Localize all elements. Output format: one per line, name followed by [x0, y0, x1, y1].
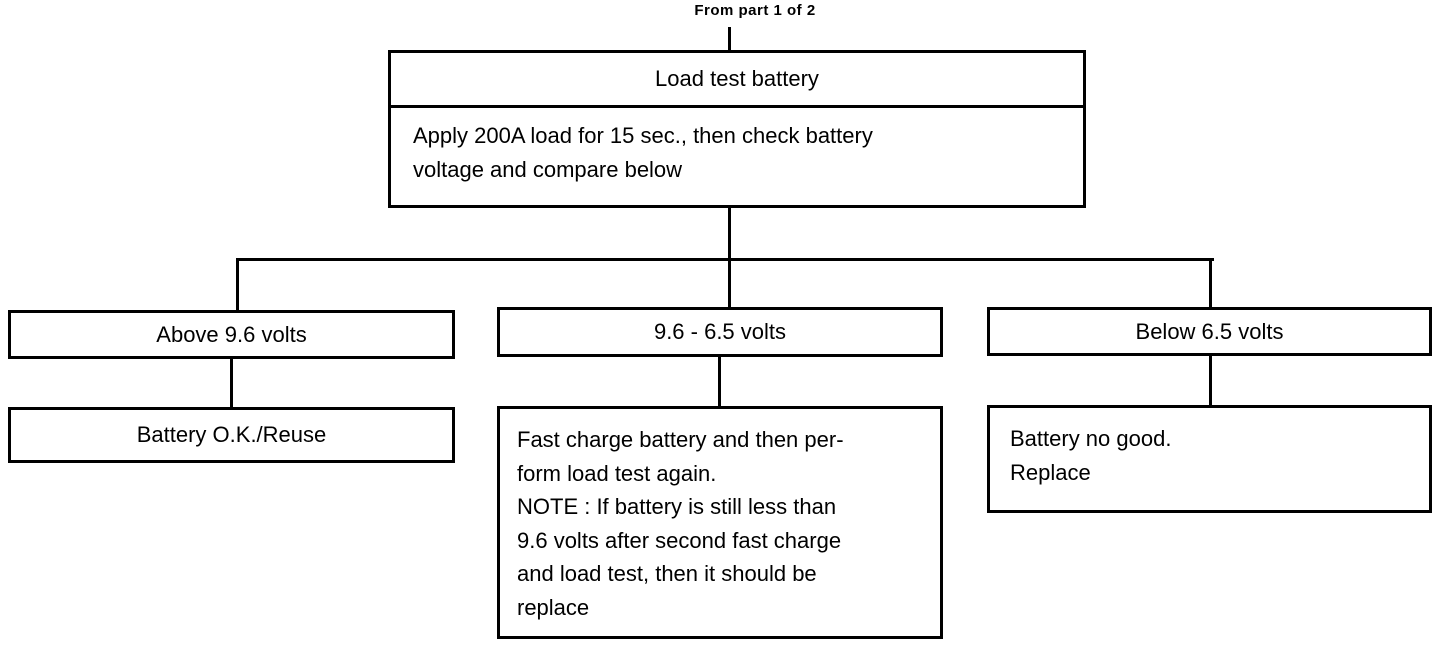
root-node: Load test battery Apply 200A load for 15… [388, 50, 1086, 208]
connector-middle-condition-to-result [718, 357, 721, 406]
result-node-battery-no-good-replace: Battery no good. Replace [987, 405, 1432, 513]
connector-source-to-root [728, 27, 731, 50]
result-node-fast-charge-retest: Fast charge battery and then per- form l… [497, 406, 943, 639]
connector-left-condition-to-result [230, 359, 233, 407]
source-label: From part 1 of 2 [694, 2, 816, 19]
root-node-body: Apply 200A load for 15 sec., then check … [413, 123, 873, 182]
result-node-battery-ok-reuse: Battery O.K./Reuse [8, 407, 455, 463]
connector-drop-middle [728, 258, 731, 308]
condition-node-9-6-to-6-5-volts: 9.6 - 6.5 volts [497, 307, 943, 357]
connector-right-condition-to-result [1209, 356, 1212, 405]
connector-branch-bar [236, 258, 1214, 261]
connector-drop-right [1209, 258, 1212, 308]
connector-drop-left [236, 258, 239, 310]
condition-node-below-6-5-volts: Below 6.5 volts [987, 307, 1432, 356]
condition-node-above-9-6-volts: Above 9.6 volts [8, 310, 455, 359]
root-node-title: Load test battery [391, 53, 1083, 108]
connector-root-stem [728, 208, 731, 258]
